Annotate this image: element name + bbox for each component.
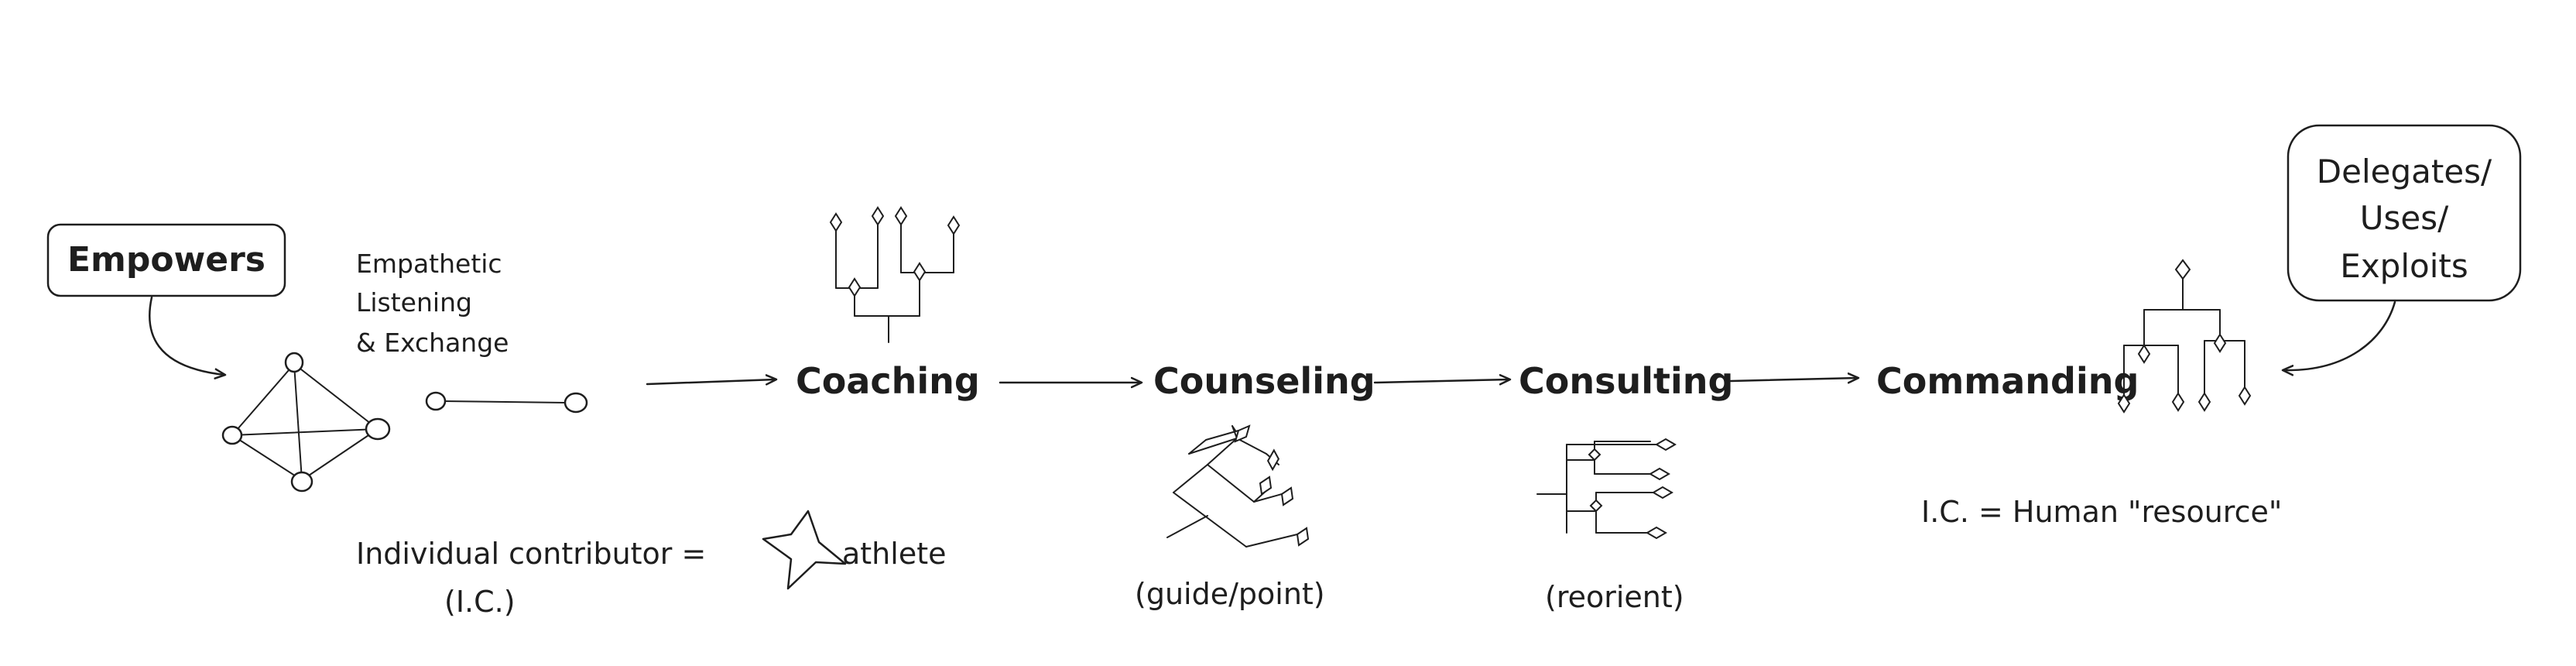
arrow-to-coaching (646, 379, 776, 384)
reorient-label: (reorient) (1545, 580, 1684, 614)
empowers-label: Empowers (67, 240, 265, 280)
counseling-tree-icon (1166, 424, 1310, 548)
empathetic-line-3: & Exchange (356, 328, 509, 358)
delegates-arrow (2283, 300, 2396, 370)
empathetic-line-1: Empathetic (356, 249, 502, 279)
arrow-to-commanding (1729, 378, 1858, 381)
empowers-box: Empowers (46, 223, 286, 297)
individual-contributor-note: Individual contributor = (356, 537, 706, 571)
stage-consulting: Consulting (1519, 360, 1733, 402)
delegates-line-1: Delegates/ (2317, 153, 2492, 191)
empathetic-line-2: Listening (356, 287, 472, 318)
star-icon (762, 510, 847, 590)
ic-abbrev-label: (I.C.) (444, 585, 516, 619)
empathetic-listening-text: Empathetic Listening & Exchange (356, 249, 509, 358)
stage-counseling: Counseling (1153, 360, 1375, 402)
stage-commanding: Commanding (1876, 360, 2139, 402)
delegates-box: Delegates/ Uses/ Exploits (2287, 124, 2522, 302)
stage-coaching: Coaching (796, 360, 980, 402)
link-icon (425, 391, 588, 414)
guide-point-label: (guide/point) (1135, 577, 1325, 611)
delegates-line-3: Exploits (2340, 247, 2468, 285)
commanding-tree-icon (2117, 259, 2252, 414)
consulting-tree-icon (1536, 438, 1677, 540)
empowers-arrow (149, 296, 224, 375)
coaching-tree-icon (829, 206, 961, 343)
human-resource-note: I.C. = Human "resource" (1921, 495, 2282, 529)
network-graph-icon (221, 352, 391, 493)
arrow-to-consulting (1373, 379, 1509, 383)
athlete-label: athlete (842, 537, 946, 571)
delegates-line-2: Uses/ (2360, 199, 2449, 237)
